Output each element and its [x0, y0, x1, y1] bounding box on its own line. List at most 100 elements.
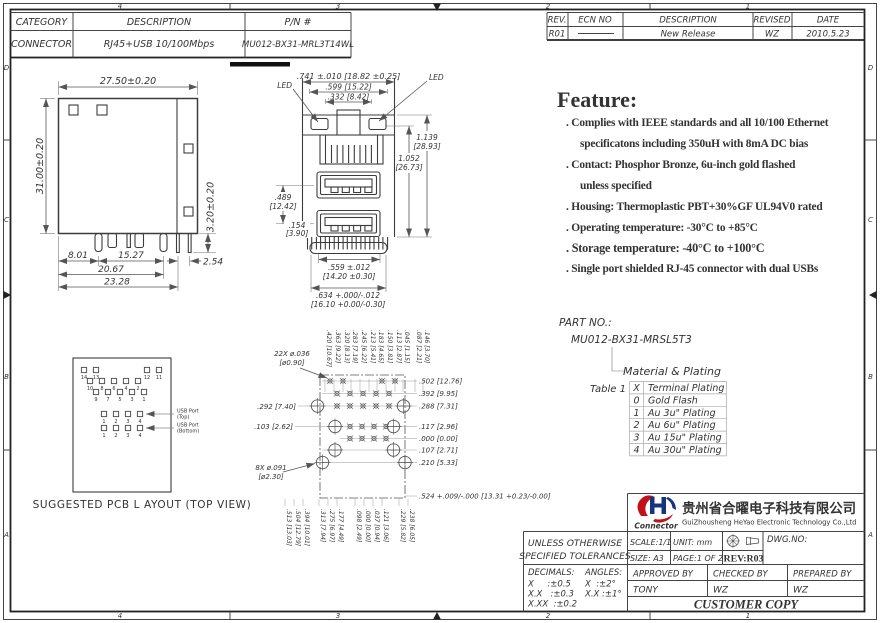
projection-symbol-circle [726, 534, 740, 548]
customer-copy-label: CUSTOMER COPY [694, 598, 800, 612]
led-window-left [310, 117, 329, 131]
zone-top-3: 3 [336, 3, 340, 11]
drill-dim-right-1: .392 [9.95] [419, 390, 458, 398]
rev-value: R01 [549, 30, 566, 40]
plating-label-3: Au 6u" Plating [647, 420, 716, 431]
tolerance-line-2: SPECIFIED TOLERANCES [519, 551, 631, 562]
zone-left-b: B [4, 373, 9, 381]
plating-code-1: 0 [633, 395, 639, 406]
drill-bottom-label: .121 [3.06] [382, 509, 389, 543]
zone-top-4: 4 [118, 3, 122, 11]
zone-left-a: A [3, 531, 9, 539]
rev-h-desc: DESCRIPTION [659, 16, 717, 26]
pad-numbers: 14 13 12 11 10 8 6 4 2 9 7 5 3 1 1 2 3 4… [81, 375, 162, 439]
dim-front-h2b: [26.73] [395, 163, 422, 172]
plating-label-1: Gold Flash [648, 395, 698, 406]
zone-right-a: A [867, 531, 873, 539]
prepared-by-value: WZ [793, 586, 809, 596]
rev-desc-value: New Release [661, 30, 716, 40]
pad-number: 7 [106, 397, 109, 403]
dim-front-w1: .741 ±.010 [18.82 ±0.25] [297, 72, 401, 81]
feature-line-1: . Complies with IEEE standards and all 1… [566, 117, 829, 129]
zone-bottom-4: 4 [118, 612, 122, 620]
drill-bottom-label: .037 [0.94] [373, 509, 380, 543]
dim-side-a: 8.01 [68, 251, 88, 261]
drill-top-label: .087 [2.21] [415, 330, 422, 364]
drill-top-label: .213 [5.41] [369, 330, 376, 364]
value-category: CONNECTOR [11, 39, 72, 50]
dim-side-b: 15.27 [118, 251, 144, 261]
plating-table-grid [629, 381, 727, 457]
rev-revised-value: WZ [765, 30, 779, 40]
pad-number: 8 [100, 386, 103, 392]
part-plating: PART NO.: MU012-BX31-MRSL5T3 Material & … [559, 317, 727, 457]
dim-side-pin: 3.20±0.20 [206, 182, 217, 232]
zone-bottom-2: 2 [546, 612, 551, 620]
feature-line-7: . Storage temperature: -40°C to +100°C [566, 241, 764, 255]
drill-dim-right-2: .288 [7.31] [419, 402, 458, 410]
zone-bottom-1: 1 [746, 612, 750, 620]
rev-date-value: 2010.5.23 [806, 30, 849, 40]
pad-number: 11 [156, 375, 162, 381]
drill-dim-right-last: .524 +.009/-.000 [13.31 +0.23/-0.00] [419, 492, 551, 500]
decimal-row-3: X.XX :±0.2 [527, 600, 577, 610]
dim-front-b1a: .559 ±.012 [328, 263, 370, 272]
feature-line-6: . Operating temperature: -30°C to +85°C [566, 222, 758, 234]
pad-number: 10 [87, 386, 93, 392]
drill-top-label: .113 [2.87] [395, 330, 402, 364]
drill-bottom-labels: .513 [13.03] .504 [12.79] .394 [10.01] .… [284, 499, 415, 547]
pad-number: 1 [102, 419, 105, 425]
pad-number: 4 [124, 386, 127, 392]
drill-top-label: .183 [4.65] [377, 330, 384, 364]
header-category: CATEGORY [16, 17, 69, 28]
plating-label-0: Terminal Plating [648, 383, 724, 394]
pad-number: 2 [114, 433, 117, 439]
prepared-by-header: PREPARED BY [793, 570, 852, 580]
drill-dim-right-3: .117 [2.96] [419, 423, 458, 431]
plating-code-0: X [632, 383, 640, 394]
pad-number: 5 [118, 397, 121, 403]
checked-by-header: CHECKED BY [713, 570, 769, 580]
value-description: RJ45+USB 10/100Mbps [104, 39, 215, 50]
revision-table: REV. ECN NO DESCRIPTION REVISED DATE R01… [546, 12, 865, 41]
drill-note-big-1: 8X ø.091 [255, 464, 286, 472]
pcb-layout-caption: SUGGESTED PCB L AYOUT (TOP VIEW) [33, 499, 252, 511]
pad-number: 3 [126, 419, 129, 425]
pad-number: 1 [102, 433, 105, 439]
dim-side-d: 20.67 [98, 265, 124, 275]
dim-side-c: 2.54 [203, 258, 223, 268]
drill-bottom-label: .504 [12.79] [294, 509, 301, 547]
drill-dim-right-6: .210 [5.33] [419, 459, 458, 467]
pad-number: 9 [94, 397, 97, 403]
front-view-drawing: .741 ±.010 [18.82 ±0.25] .599 [15.22] .3… [269, 72, 444, 309]
dim-side-width: 27.50±0.20 [100, 76, 156, 87]
dim-front-l1b: [12.42] [269, 202, 296, 211]
plating-code-5: 4 [633, 445, 639, 456]
drill-top-labels: .420 [10.67] .363 [9.22] .320 [8.13] .28… [324, 330, 430, 392]
rev-h-rev: REV. [548, 16, 567, 26]
zone-bottom-3: 3 [336, 612, 340, 620]
plating-table-label: Table 1 [590, 384, 626, 395]
plating-label-2: Au 3u" Plating [647, 408, 716, 419]
part-no-leader [611, 347, 625, 372]
drill-bottom-label: .513 [13.03] [285, 509, 292, 547]
drill-top-label: .245 [6.22] [360, 330, 367, 364]
pad-number: 13 [93, 375, 99, 381]
rj45-port [319, 134, 384, 165]
drill-bottom-label: .098 [2.49] [355, 509, 362, 543]
rev-h-revised: REVISED [754, 16, 791, 26]
zone-left-c: C [4, 216, 9, 224]
pad-number: 4 [138, 433, 141, 439]
header-pn: P/N # [284, 17, 311, 28]
decimals-header: DECIMALS: [528, 568, 575, 578]
pad-number: 4 [138, 419, 141, 425]
pcb-drill-view: .502 [12.76] .392 [9.95] .288 [7.31] .11… [254, 330, 551, 547]
header-description: DESCRIPTION [127, 17, 191, 28]
drill-top-label: .146 [3.70] [423, 330, 430, 364]
approved-by-value: TONY [633, 586, 659, 596]
drill-top-label: .363 [9.22] [334, 330, 341, 364]
usb-port-labels: USB Port (Top) USB Port (Bottom) [177, 409, 199, 435]
drill-dim-right-0: .502 [12.76] [419, 377, 463, 385]
part-no-label: PART NO.: [559, 317, 612, 329]
dim-side-e: 23.28 [104, 278, 130, 288]
